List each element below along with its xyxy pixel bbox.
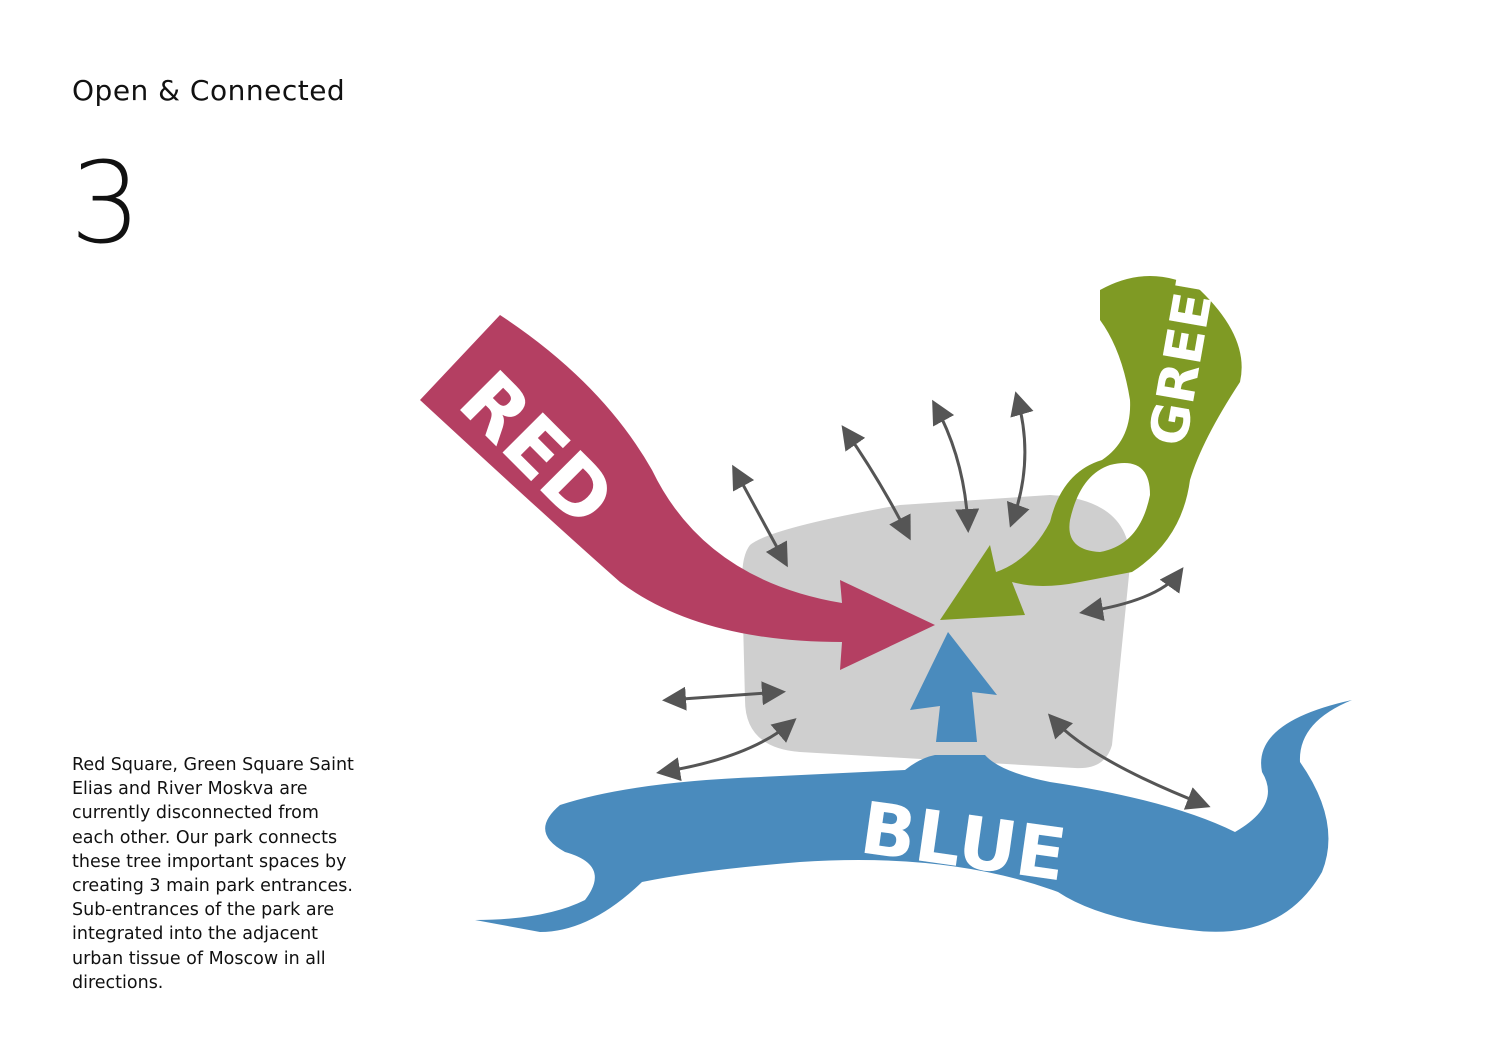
double-arrow-icon <box>732 464 788 568</box>
double-arrow-icon <box>932 399 980 533</box>
description-line: currently disconnected from <box>72 803 319 824</box>
double-arrow-icon <box>656 718 797 782</box>
double-arrow-icon <box>841 425 911 541</box>
green-arrow-shape <box>940 276 1242 620</box>
description-line: directions. <box>72 972 164 993</box>
page-title: Open & Connected <box>72 74 346 107</box>
red-arrow-shape <box>420 315 935 670</box>
description-line: urban tissue of Moscow in all <box>72 948 326 969</box>
double-arrow-icon <box>1047 713 1211 810</box>
description-line: Elias and River Moskva are <box>72 779 308 800</box>
blue-arrow-shape <box>910 632 997 742</box>
description-text: Red Square, Green Square Saint Elias and… <box>72 753 354 995</box>
sub-entrance-arrows <box>656 391 1211 810</box>
description-line: each other. Our park connects <box>72 827 338 848</box>
description-line: creating 3 main park entrances. <box>72 876 353 897</box>
description-line: integrated into the adjacent <box>72 924 319 945</box>
description-line: Sub-entrances of the park are <box>72 900 335 921</box>
double-arrow-icon <box>1079 567 1184 622</box>
description-line: Red Square, Green Square Saint <box>72 755 354 775</box>
double-arrow-icon <box>1007 391 1034 528</box>
section-number: 3 <box>70 139 142 269</box>
double-arrow-icon <box>662 681 786 711</box>
description-line: these tree important spaces by <box>72 851 347 872</box>
blue-river-shape <box>475 700 1352 932</box>
